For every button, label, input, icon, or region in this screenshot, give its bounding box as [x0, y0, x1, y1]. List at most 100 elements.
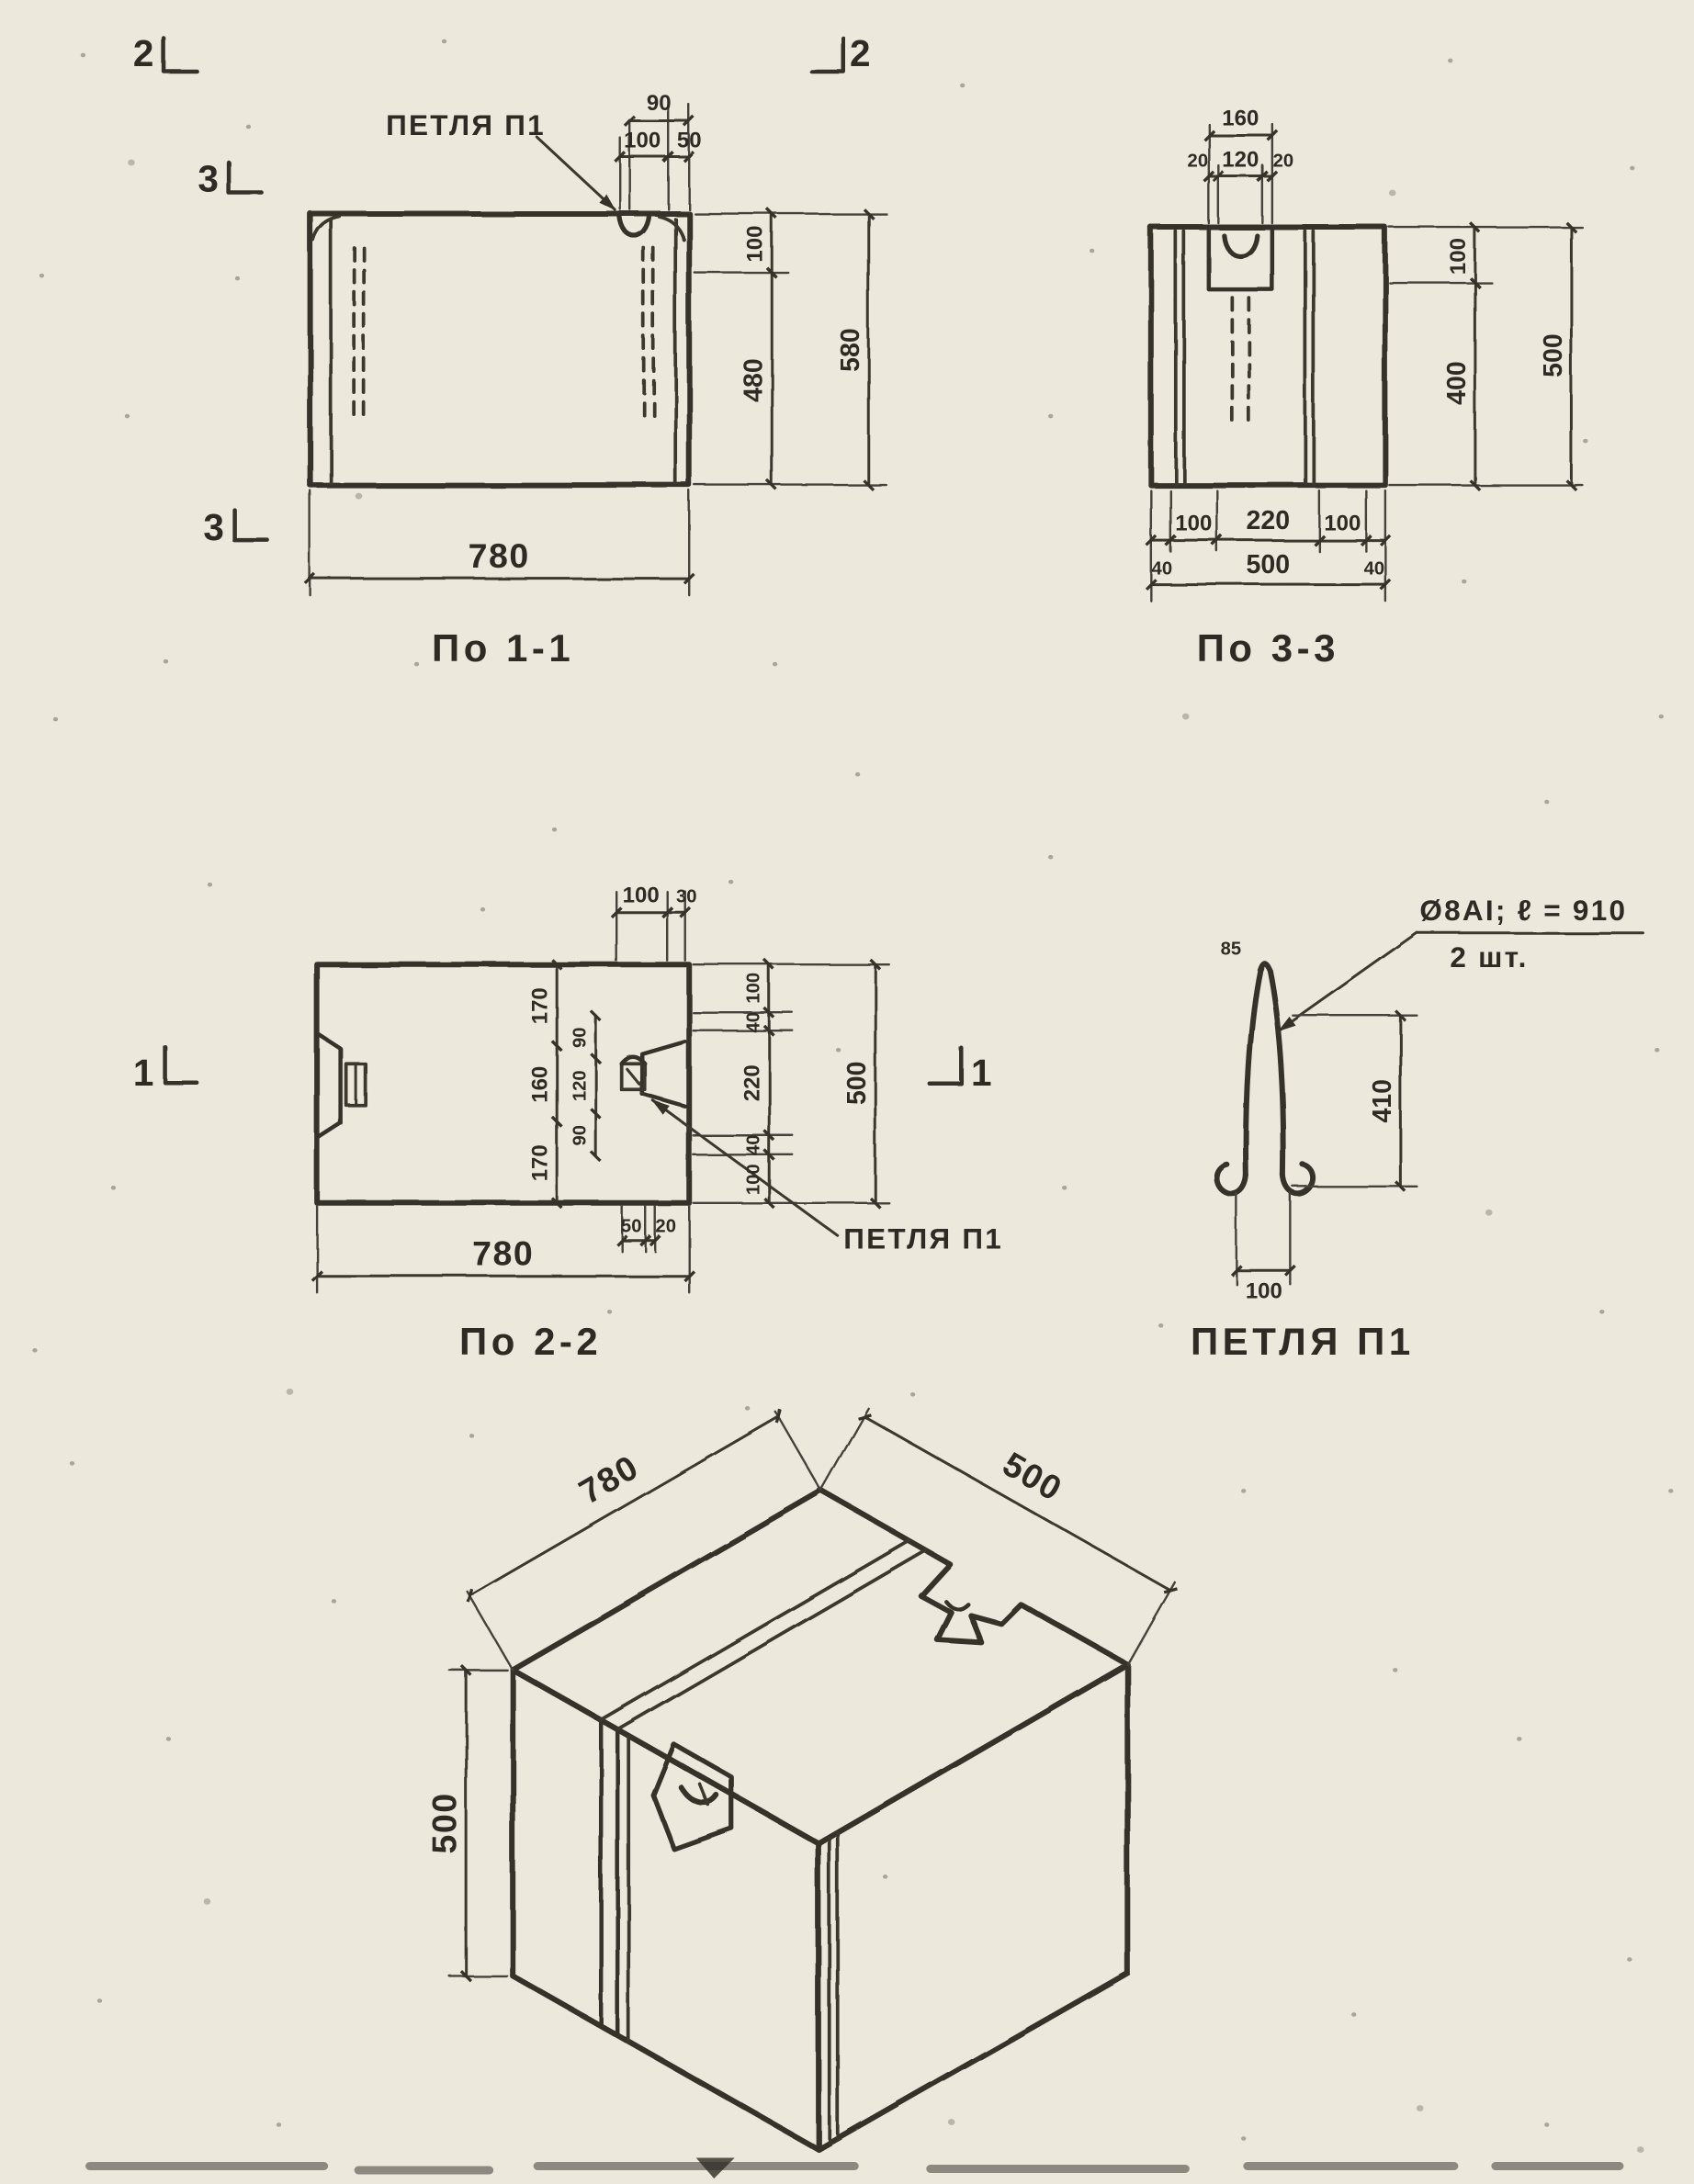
loop-recess: [1206, 225, 1275, 292]
section-view-2-2: 100 30 170 160 170 90 120 90 100 40 220 …: [133, 884, 1003, 1363]
dim-100-bottom-right: 100: [1324, 512, 1361, 536]
loop-diagonal: [626, 1067, 641, 1086]
section-marker-2-right: 2: [850, 32, 871, 74]
loop-leader-line: [536, 136, 616, 211]
groove-line-top-face: [599, 1538, 910, 1722]
dim-line: [857, 1413, 1178, 1593]
view-caption-3-3: По 3-3: [1197, 626, 1339, 670]
section-3-bracket-top: [226, 160, 265, 196]
dim-480: 480: [740, 358, 769, 402]
dim-40-left: 40: [1152, 559, 1173, 580]
dim-160: 160: [1222, 107, 1259, 131]
section-2-bracket-left: [162, 36, 199, 74]
section-3-3-geometry: [1145, 122, 1584, 602]
dim-170-bottom: 170: [528, 1144, 553, 1181]
section-marker-3-bottom: 3: [203, 506, 224, 548]
loop-hook-right: [1280, 1161, 1316, 1197]
section-2-2-geometry: [163, 890, 964, 1294]
dim-line: [467, 1409, 783, 1603]
left-face: [510, 1667, 822, 2153]
dim-160: 160: [528, 1066, 553, 1103]
ext-line: [774, 1411, 823, 1492]
section-marker-2-left: 2: [133, 32, 154, 74]
dim-40-r2: 40: [744, 1134, 764, 1155]
loop-detail-view: 85 Ø8АI; ℓ = 910 2 шт. 410 100 ПЕТЛЯ П1: [1191, 894, 1644, 1363]
dim-120: 120: [570, 1070, 591, 1101]
dim-100-r2: 100: [744, 1164, 764, 1195]
dim-100: 100: [1246, 1278, 1282, 1303]
front-recess-loop-stub: [698, 1783, 711, 1807]
front-recess-loop: [678, 1784, 720, 1807]
dim-50-top: 50: [677, 129, 702, 153]
block-outline: [307, 210, 693, 489]
dim-40-right: 40: [1364, 559, 1385, 580]
dim-40-r1: 40: [744, 1012, 764, 1033]
dim-85: 85: [1221, 940, 1242, 960]
dim-500-right: 500: [1539, 333, 1568, 377]
ext-line: [1126, 1581, 1176, 1666]
front-recess: [650, 1741, 735, 1852]
section-1-bracket-left: [163, 1044, 199, 1086]
dim-580: 580: [836, 328, 865, 372]
top-notch-loop: [943, 1599, 970, 1611]
dim-780: 780: [469, 536, 530, 575]
section-marker-3-top: 3: [198, 158, 219, 200]
paper-speckles: [32, 39, 1674, 2178]
top-face: [510, 1488, 1131, 1847]
loop-detail-geometry: [1214, 931, 1644, 1286]
isometric-view: 780 500 500: [425, 1407, 1178, 2153]
dim-400: 400: [1442, 361, 1472, 405]
dim-500-bottom: 500: [1247, 550, 1291, 580]
loop-recess: [639, 1039, 687, 1109]
rebar-note-line2: 2 шт.: [1450, 940, 1528, 974]
block-outline: [314, 962, 693, 1206]
ext-line: [820, 1407, 870, 1492]
loop-label: ПЕТЛЯ П1: [843, 1221, 1003, 1255]
dim-100-r1: 100: [744, 973, 764, 1004]
right-face: [816, 1661, 1131, 2153]
dim-50: 50: [621, 1216, 642, 1236]
dim-20-right: 20: [1273, 152, 1294, 172]
dim-90-bottom: 90: [570, 1125, 591, 1146]
corner-arc: [311, 214, 342, 242]
dim-20-left: 20: [1188, 152, 1209, 172]
notch-insert: [344, 1062, 367, 1108]
bottom-scan-smudge: [85, 2161, 1624, 2175]
dim-500-height-iso: 500: [425, 1792, 464, 1853]
loop-leader-line: [651, 1099, 840, 1238]
dim-90-top: 90: [647, 91, 672, 116]
loop-bump: [619, 1054, 648, 1066]
speckle-dots: [32, 39, 1674, 2141]
loop-wire: [1243, 960, 1287, 1178]
rebar-note-line1: Ø8АI; ℓ = 910: [1419, 894, 1627, 927]
dim-100-top: 100: [623, 884, 660, 908]
dim-100-top: 100: [624, 129, 661, 153]
section-1-bracket-right: [927, 1044, 964, 1086]
block-outline: [1147, 224, 1388, 489]
dim-500: 500: [842, 1061, 872, 1105]
dim-100-right: 100: [1446, 238, 1471, 275]
ext-line: [466, 1590, 514, 1672]
left-notch: [314, 1030, 343, 1141]
note-leader-line: [1277, 931, 1418, 1032]
dim-410: 410: [1368, 1079, 1397, 1123]
dim-220: 220: [1247, 506, 1291, 535]
view-caption-loop: ПЕТЛЯ П1: [1191, 1320, 1415, 1363]
section-view-3-3: 160 20 120 20 100 400 500 100 220 100 40…: [1145, 107, 1584, 670]
dim-90-top: 90: [570, 1027, 591, 1048]
section-1-1-geometry: [162, 36, 887, 597]
speckle-blotches: [128, 159, 1644, 2153]
lifting-loop-profile: [1221, 232, 1259, 259]
lifting-loop-profile: [616, 212, 652, 239]
dim-780: 780: [472, 1233, 534, 1272]
section-marker-1-left: 1: [133, 1052, 154, 1094]
dim-100-bottom-left: 100: [1175, 512, 1212, 536]
section-3-bracket-bottom: [232, 507, 270, 543]
loop-label: ПЕТЛЯ П1: [386, 108, 546, 141]
view-caption-1-1: По 1-1: [432, 626, 574, 670]
corner-arc: [657, 214, 686, 242]
loop-hook-left: [1214, 1161, 1249, 1197]
view-caption-2-2: По 2-2: [459, 1320, 602, 1363]
